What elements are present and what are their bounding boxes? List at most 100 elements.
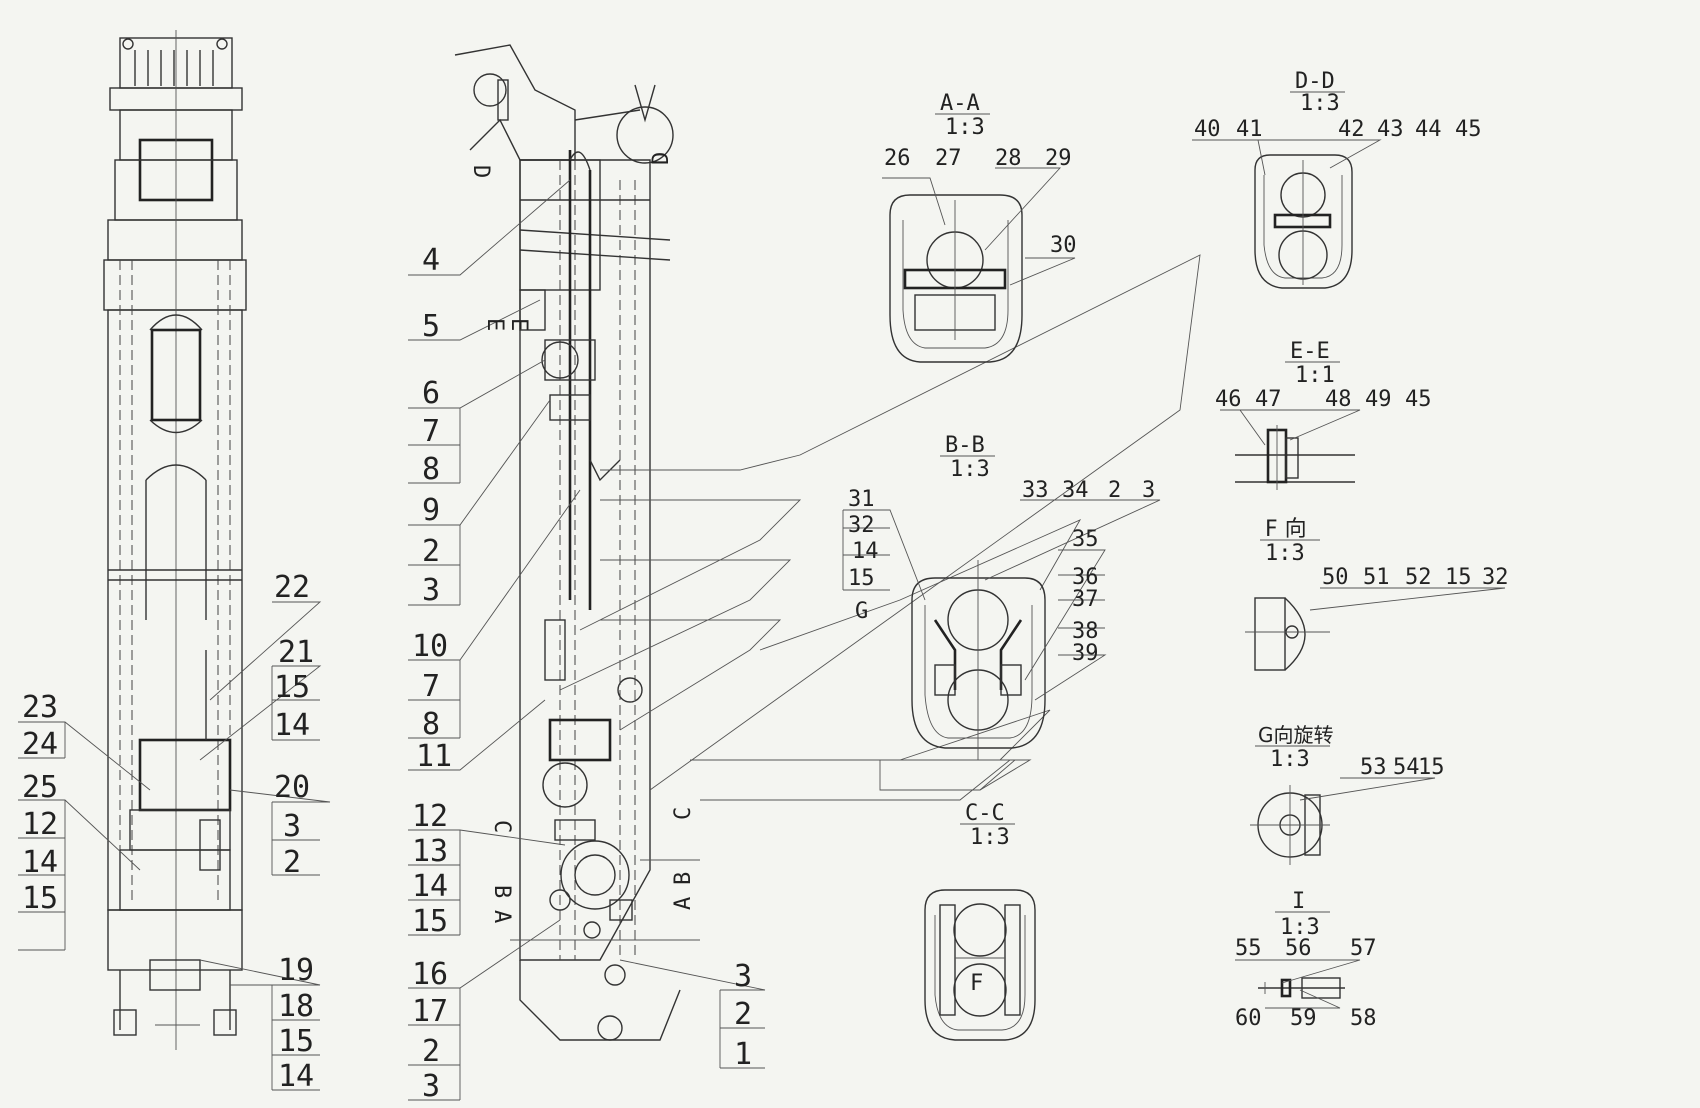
section-scale: 1:3	[970, 825, 1010, 850]
view-f-labels: F 向 1:3 50 51 52 15 32	[1260, 517, 1509, 590]
view-title: F 向	[1265, 517, 1307, 542]
part-label: 3	[422, 573, 440, 608]
part-label: 12	[412, 799, 448, 834]
part-label: 47	[1255, 387, 1282, 412]
part-label: 33	[1022, 478, 1049, 503]
part-label: 34	[1062, 478, 1089, 503]
part-label: 10	[412, 629, 448, 664]
section-bb	[911, 560, 1046, 760]
view-scale: 1:3	[1270, 747, 1310, 772]
part-label: 49	[1365, 387, 1392, 412]
part-label: 15	[1418, 755, 1445, 780]
section-scale: 1:1	[1295, 363, 1335, 388]
section-markers: D D E E C C B B A A	[468, 152, 696, 924]
part-label: 4	[422, 243, 440, 278]
part-label: 60	[1235, 1006, 1262, 1031]
detail-title: I	[1292, 889, 1305, 914]
part-label: 38	[1072, 619, 1099, 644]
part-label: 22	[274, 570, 310, 605]
part-label: 42	[1338, 117, 1365, 142]
part-label: 15	[848, 566, 875, 591]
part-label: 54	[1393, 755, 1420, 780]
view-scale: 1:3	[1265, 541, 1305, 566]
part-label: 26	[884, 146, 911, 171]
part-label: 5	[422, 309, 440, 344]
part-label: 12	[22, 807, 58, 842]
part-label: 3	[422, 1069, 440, 1104]
part-label: 14	[412, 869, 448, 904]
section-cc-labels: C-C 1:3 F	[960, 801, 1015, 996]
part-label: 58	[1350, 1006, 1377, 1031]
part-label: 6	[422, 376, 440, 411]
view-g	[1250, 785, 1330, 865]
part-label: 45	[1455, 117, 1482, 142]
part-label: 52	[1405, 565, 1432, 590]
part-label: 14	[22, 845, 58, 880]
middle-main-view	[454, 44, 700, 1041]
part-label: 2	[283, 845, 301, 880]
section-dd-labels: D-D 1:3 40 41 42 43 44 45	[1194, 69, 1482, 142]
part-label: 41	[1236, 117, 1263, 142]
part-label: 3	[734, 959, 752, 994]
part-label: 2	[422, 534, 440, 569]
part-label: 51	[1363, 565, 1390, 590]
leader-lines	[18, 139, 1506, 1101]
part-label: 15	[278, 1024, 314, 1059]
view-g-labels: G向旋转 1:3 53 54 15	[1255, 723, 1445, 780]
part-label: 21	[278, 635, 314, 670]
section-title: B-B	[945, 433, 985, 458]
section-title: D-D	[1295, 69, 1335, 94]
middle-view-labels: 4 5 6 7 8 9 2 3 10 7 8 11 12 13 14 15 16…	[412, 243, 752, 1104]
part-label: 8	[422, 452, 440, 487]
view-title: G向旋转	[1258, 723, 1334, 747]
marker-a-right: A	[671, 897, 696, 910]
left-view-labels: 22 21 15 14 23 24 20 3 2 25 12 14 15 19 …	[22, 570, 314, 1094]
part-label: 45	[1405, 387, 1432, 412]
part-label: 36	[1072, 565, 1099, 590]
marker-a-left: A	[489, 910, 514, 923]
part-label: 16	[412, 957, 448, 992]
part-label: 15	[22, 881, 58, 916]
section-ee-labels: E-E 1:1 46 47 48 49 45	[1215, 339, 1432, 412]
part-label: G	[855, 599, 868, 624]
left-main-view	[103, 30, 247, 1050]
part-label: F	[970, 971, 983, 996]
part-label: 53	[1360, 755, 1387, 780]
section-cc	[924, 889, 1036, 1041]
part-label: 24	[22, 727, 58, 762]
part-label: 15	[412, 904, 448, 939]
marker-c-left: C	[489, 820, 514, 833]
detail-i-labels: I 1:3 55 56 57 60 59 58	[1235, 889, 1377, 1031]
marker-b-right: B	[671, 872, 696, 885]
part-label: 46	[1215, 387, 1242, 412]
part-label: 3	[1142, 478, 1155, 503]
part-label: 14	[852, 539, 879, 564]
part-label: 50	[1322, 565, 1349, 590]
part-label: 18	[278, 989, 314, 1024]
part-label: 2	[422, 1034, 440, 1069]
part-label: 32	[1482, 565, 1509, 590]
section-bb-labels: B-B 1:3 31 32 14 15 33 34 2 3 35 36 37 3…	[848, 433, 1155, 666]
part-label: 25	[22, 770, 58, 805]
part-label: 56	[1285, 936, 1312, 961]
part-label: 14	[274, 708, 310, 743]
detail-i	[1258, 977, 1345, 999]
part-label: 14	[278, 1059, 314, 1094]
detail-scale: 1:3	[1280, 915, 1320, 940]
part-label: 55	[1235, 936, 1262, 961]
part-label: 7	[422, 669, 440, 704]
marker-d-right: D	[649, 152, 674, 165]
section-scale: 1:3	[950, 457, 990, 482]
part-label: 17	[412, 994, 448, 1029]
part-label: 48	[1325, 387, 1352, 412]
section-aa-labels: A-A 1:3 26 27 28 29 30	[884, 91, 1077, 258]
marker-e-left: E	[482, 318, 507, 331]
part-label: 32	[848, 513, 875, 538]
projection-bands	[559, 254, 1201, 801]
part-label: 44	[1415, 117, 1442, 142]
section-scale: 1:3	[1300, 91, 1340, 116]
part-label: 28	[995, 146, 1022, 171]
part-label: 30	[1050, 233, 1077, 258]
part-label: 9	[422, 493, 440, 528]
